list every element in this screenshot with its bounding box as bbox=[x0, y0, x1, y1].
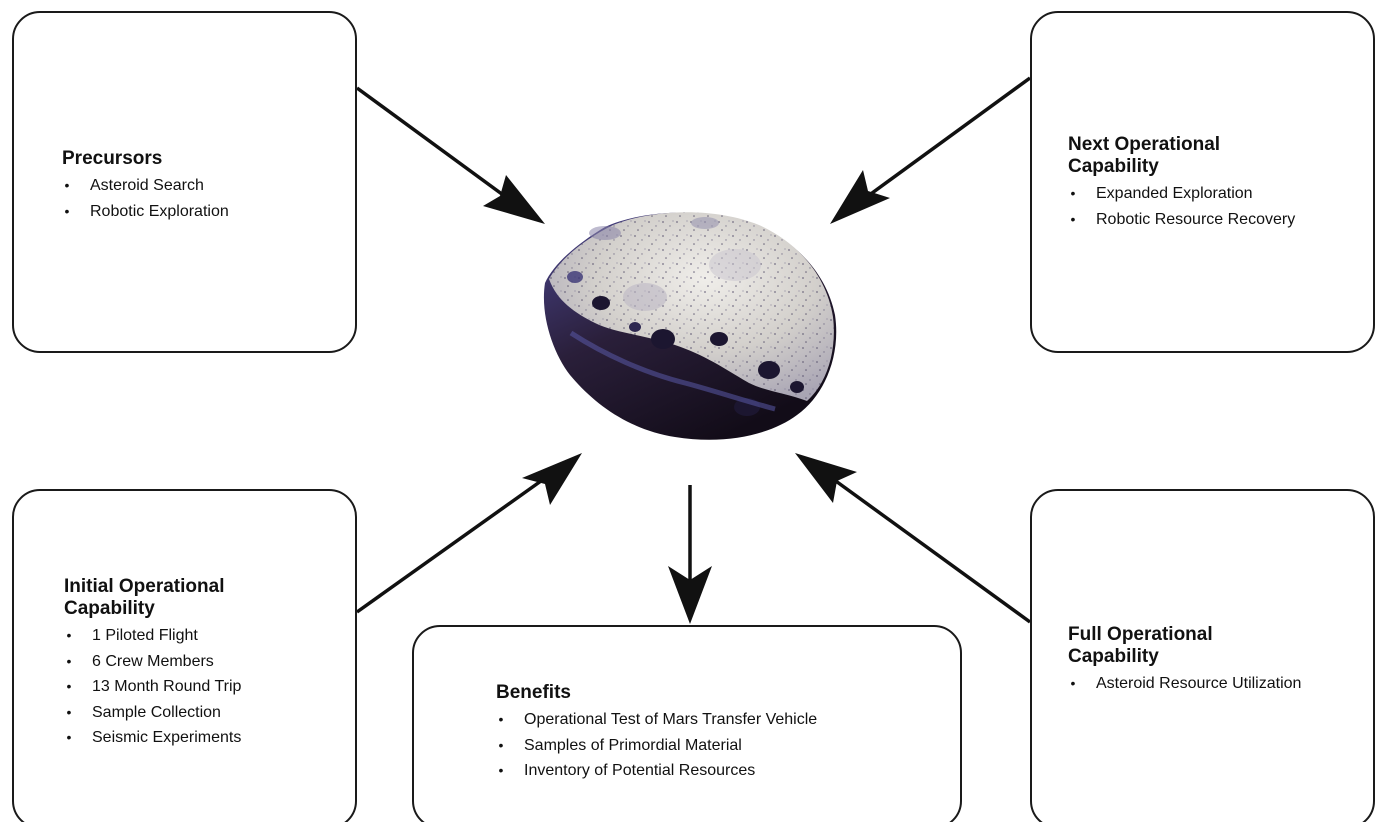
full-capability-title-line: Full Operational bbox=[1068, 624, 1213, 645]
list-item-label: Samples of Primordial Material bbox=[524, 736, 742, 754]
arrow-precursors-to-asteroid bbox=[355, 86, 545, 224]
next-capability-box: Next Operational Capability • Expanded Ex… bbox=[1030, 11, 1375, 353]
bullet-icon: • bbox=[66, 652, 72, 669]
initial-capability-title-line: Capability bbox=[64, 598, 155, 619]
bullet-icon: • bbox=[498, 736, 504, 753]
list-item-label: 1 Piloted Flight bbox=[92, 627, 198, 644]
asteroid-icon bbox=[535, 205, 845, 450]
bullet-icon: • bbox=[66, 627, 72, 643]
list-item-label: 13 Month Round Trip bbox=[92, 678, 242, 695]
benefits-list: • Operational Test of Mars Transfer Vehic… bbox=[496, 707, 818, 784]
list-item-label: Robotic Exploration bbox=[90, 202, 229, 220]
list-item: • Asteroid Search bbox=[62, 173, 229, 199]
bullet-icon: • bbox=[498, 711, 504, 727]
list-item: • 6 Crew Members bbox=[64, 649, 241, 675]
bullet-icon: • bbox=[64, 202, 70, 219]
list-item-label: Asteroid Resource Utilization bbox=[1096, 675, 1302, 692]
next-capability-title: Next Operational Capability bbox=[1068, 134, 1295, 178]
list-item-label: Seismic Experiments bbox=[92, 729, 242, 746]
precursors-box: Precursors • Asteroid Search • Robotic Exp… bbox=[12, 11, 357, 353]
bullet-icon: • bbox=[1070, 675, 1076, 691]
bullet-icon: • bbox=[66, 678, 72, 694]
list-item: • Sample Collection bbox=[64, 700, 241, 726]
next-capability-title-line: Next Operational bbox=[1068, 134, 1221, 155]
precursors-title-line: Precursors bbox=[62, 148, 163, 169]
list-item-label: Asteroid Search bbox=[90, 177, 204, 194]
list-item-label: Sample Collection bbox=[92, 703, 221, 721]
list-item: • 1 Piloted Flight bbox=[64, 623, 241, 649]
bullet-icon: • bbox=[64, 177, 70, 193]
full-capability-list: • Asteroid Resource Utilization bbox=[1068, 671, 1302, 697]
initial-capability-title-line: Initial Operational bbox=[64, 576, 225, 597]
list-item: • Operational Test of Mars Transfer Vehic… bbox=[496, 707, 818, 733]
list-item-label: 6 Crew Members bbox=[92, 652, 214, 670]
initial-capability-box: Initial Operational Capability • 1 Pilote… bbox=[12, 489, 357, 822]
asteroid-image bbox=[543, 212, 837, 440]
bullet-icon: • bbox=[498, 762, 504, 778]
initial-capability-list: • 1 Piloted Flight • 6 Crew Members • 13 Mo… bbox=[64, 623, 242, 751]
bullet-icon: • bbox=[1070, 210, 1076, 227]
list-item: • Robotic Resource Recovery bbox=[1068, 207, 1296, 233]
next-capability-title-line: Capability bbox=[1068, 156, 1159, 177]
list-item-label: Robotic Resource Recovery bbox=[1096, 210, 1296, 228]
precursors-list: • Asteroid Search • Robotic Exploration bbox=[62, 173, 229, 224]
arrow-initial-to-asteroid bbox=[355, 453, 582, 614]
list-item-label: Inventory of Potential Resources bbox=[524, 762, 756, 779]
benefits-title: Benefits bbox=[496, 682, 817, 704]
arrow-asteroid-to-benefits bbox=[668, 485, 712, 624]
next-capability-list: • Expanded Exploration • Robotic Resource … bbox=[1068, 181, 1296, 233]
bullet-icon: • bbox=[66, 703, 72, 720]
precursors-title: Precursors bbox=[62, 148, 229, 170]
list-item: • 13 Month Round Trip bbox=[64, 674, 242, 700]
bullet-icon: • bbox=[1070, 185, 1076, 201]
list-item: • Asteroid Resource Utilization bbox=[1068, 671, 1302, 697]
arrow-full-to-asteroid bbox=[795, 453, 1032, 624]
list-item: • Inventory of Potential Resources bbox=[496, 758, 817, 784]
list-item-label: Expanded Exploration bbox=[1096, 185, 1253, 202]
bullet-icon: • bbox=[66, 729, 72, 745]
initial-capability-title: Initial Operational Capability bbox=[64, 576, 241, 620]
arrow-next-to-asteroid bbox=[830, 76, 1032, 224]
list-item: • Seismic Experiments bbox=[64, 725, 242, 751]
benefits-box: Benefits • Operational Test of Mars Trans… bbox=[412, 625, 962, 822]
full-capability-title-line: Capability bbox=[1068, 646, 1159, 667]
list-item: • Robotic Exploration bbox=[62, 199, 229, 225]
full-capability-title: Full Operational Capability bbox=[1068, 624, 1301, 668]
list-item: • Samples of Primordial Material bbox=[496, 733, 817, 759]
benefits-title-line: Benefits bbox=[496, 682, 571, 703]
full-capability-box: Full Operational Capability • Asteroid Re… bbox=[1030, 489, 1375, 822]
list-item-label: Operational Test of Mars Transfer Vehicl… bbox=[524, 711, 818, 728]
list-item: • Expanded Exploration bbox=[1068, 181, 1295, 207]
